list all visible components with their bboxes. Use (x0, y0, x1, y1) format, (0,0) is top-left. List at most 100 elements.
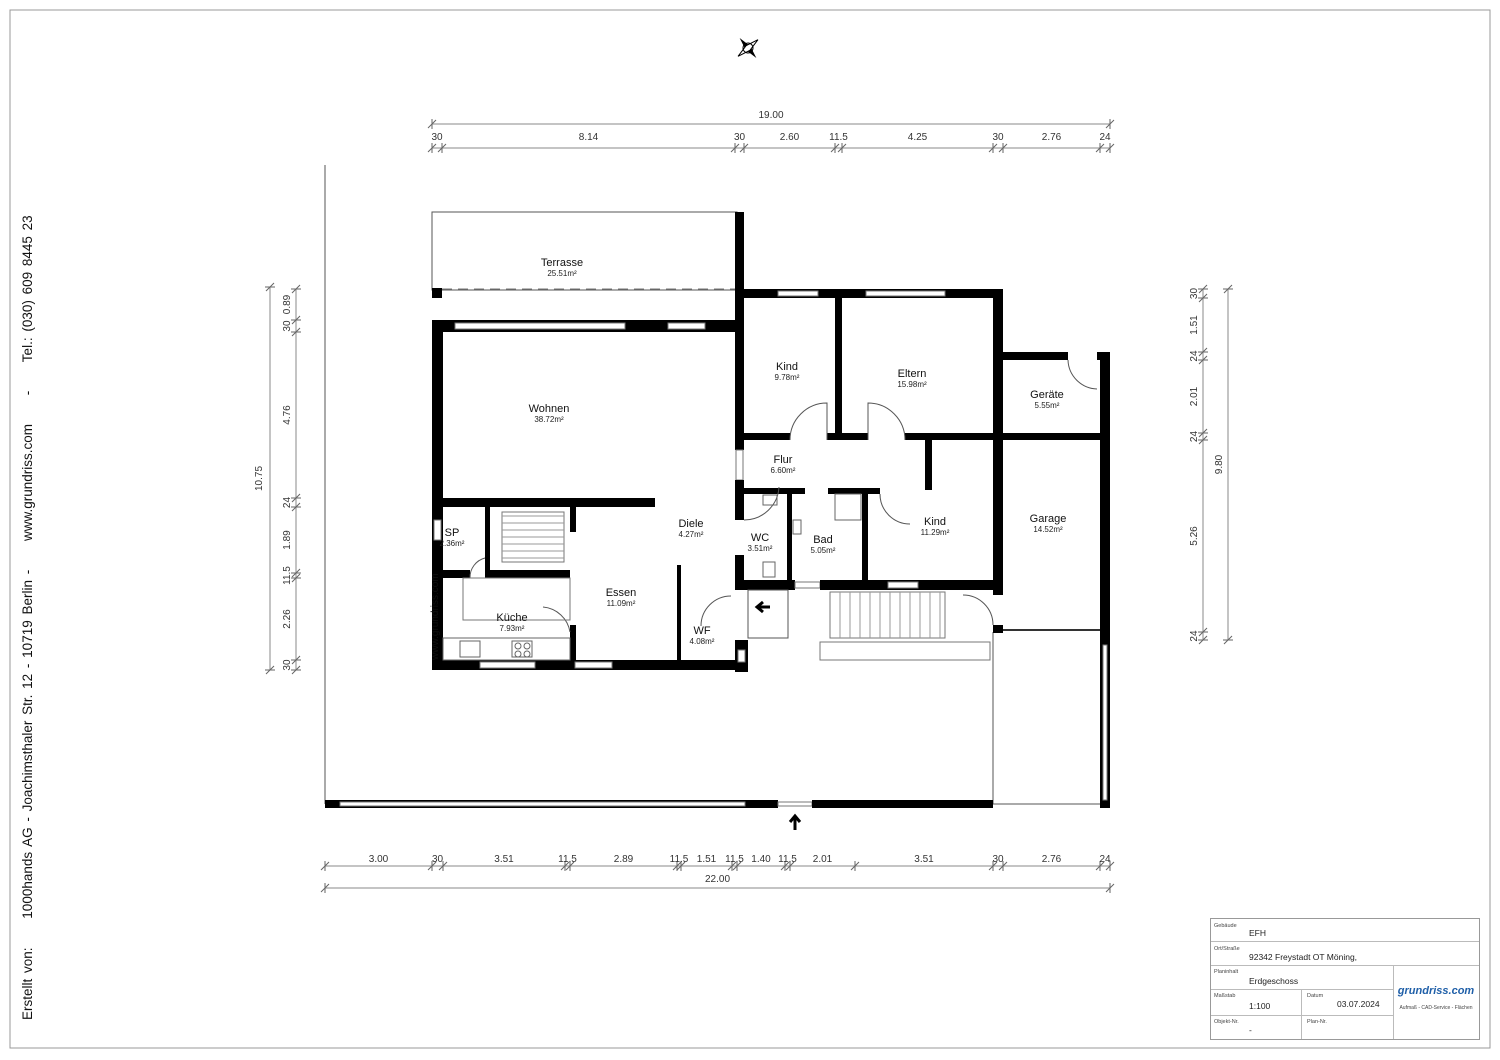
dimension-tick (265, 665, 275, 675)
dimension-label: 11.5 (558, 854, 577, 865)
dimension-tick (837, 143, 847, 153)
dimension-label: 8.14 (579, 132, 599, 143)
room-area: 25.51m² (547, 269, 577, 278)
separator: - (20, 390, 35, 396)
dimension-label: 1.51 (1189, 315, 1200, 335)
company-address: 1000hands AG - Joachimsthaler Str. 12 - … (20, 569, 35, 919)
dimension-tick (988, 143, 998, 153)
dimension-label: 30 (992, 854, 1004, 865)
object-label: Objekt-Nr. (1214, 1019, 1239, 1025)
dimension-tick (1095, 143, 1105, 153)
dimension-label: 30 (992, 132, 1004, 143)
dimension-tick (291, 568, 301, 578)
creator-info: Erstellt von: 1000hands AG - Joachimstha… (20, 215, 35, 1020)
dimension-tick (291, 573, 301, 583)
dimension-label: 2.89 (614, 854, 634, 865)
dimension-label: 3.51 (914, 854, 934, 865)
dimension-tick (1095, 861, 1105, 871)
dimension-label: 22.00 (705, 874, 730, 885)
dimension-label: 3.00 (369, 854, 389, 865)
room-area: 3.51m² (748, 544, 773, 553)
dimension-tick (739, 143, 749, 153)
dimension-tick (785, 861, 795, 871)
room-name: Flur (774, 454, 793, 466)
dimension-tick (565, 861, 575, 871)
address-label: Ort/Straße (1214, 946, 1240, 952)
walls (432, 212, 1110, 672)
dimension-label: 11.5 (670, 854, 689, 865)
room-area: 7.93m² (500, 624, 525, 633)
dimension-tick (427, 143, 437, 153)
dimension-label: 1.89 (282, 530, 293, 550)
room-name: Diele (678, 518, 703, 530)
website: www.grundriss.com (20, 423, 35, 541)
dimension-tick (988, 861, 998, 871)
date-label: Datum (1307, 993, 1324, 999)
dimension-tick (291, 284, 301, 294)
dimension-label: 4.76 (282, 405, 293, 425)
logo-text: grundriss.com (1397, 985, 1475, 997)
plan-label: Plan-Nr. (1307, 1019, 1327, 1025)
building-value: EFH (1249, 928, 1266, 938)
dimension-label: 2.60 (780, 132, 800, 143)
dimension-tick (291, 655, 301, 665)
room-name: Wohnen (529, 403, 570, 415)
dimension-tick (1198, 284, 1208, 294)
room-area: 15.98m² (897, 380, 927, 389)
dimension-label: 30 (282, 659, 293, 671)
dimension-tick (291, 493, 301, 503)
room-name: Bad (813, 534, 833, 546)
room-area: 14.52m² (1033, 525, 1063, 534)
dimension-tick (320, 861, 330, 871)
dimension-tick (727, 861, 737, 871)
room-name: Kind (924, 516, 946, 528)
dimension-tick (850, 861, 860, 871)
kitchen-counter (442, 493, 862, 661)
dimension-label: 1.40 (751, 854, 771, 865)
dimension-tick (1223, 635, 1233, 645)
dimension-tick (1105, 861, 1115, 871)
dimension-label: 19.00 (758, 110, 783, 121)
room-area: 5.05m² (811, 546, 836, 555)
room-name: Eltern (898, 368, 927, 380)
dimension-tick (730, 143, 740, 153)
dimension-tick (1198, 355, 1208, 365)
dimension-tick (265, 282, 275, 292)
dimension-tick (438, 861, 448, 871)
dimension-label: 30 (282, 320, 293, 332)
logo-subtitle: Aufmaß - CAD-Service - Flächen (1399, 1005, 1473, 1011)
dimension-label: 11.5 (725, 854, 744, 865)
dimension-tick (1198, 428, 1208, 438)
room-name: Küche (496, 612, 527, 624)
room-name: Garage (1030, 513, 1067, 525)
room-area: 4.27m² (679, 530, 704, 539)
room-name: WC (751, 532, 769, 544)
dimension-tick (1105, 143, 1115, 153)
date-value: 03.07.2024 (1337, 999, 1380, 1009)
dimension-tick (291, 315, 301, 325)
created-by-label: Erstellt von: (20, 947, 35, 1020)
room-name: Essen (606, 587, 637, 599)
dimension-tick (320, 883, 330, 893)
watermark-text: www.grundriss.com (430, 573, 441, 661)
dimension-label: 3.51 (494, 854, 514, 865)
dimension-tick (732, 861, 742, 871)
dimension-label: 24 (1189, 630, 1200, 642)
terrace (431, 211, 738, 298)
room-area: 11.09m² (607, 599, 636, 608)
content-label: Planinhalt (1214, 969, 1239, 975)
dimension-label: 5.26 (1189, 526, 1200, 546)
dimension-label: 11.5 (778, 854, 797, 865)
room-area: 11.29m² (921, 528, 950, 537)
dimension-tick (1198, 293, 1208, 303)
dimension-label: 24 (1189, 350, 1200, 362)
dimension-label: 30 (431, 132, 443, 143)
compass-icon (737, 38, 759, 58)
dimension-tick (427, 861, 437, 871)
dimension-label: 24 (1099, 854, 1111, 865)
dimension-label: 9.80 (1214, 454, 1225, 474)
